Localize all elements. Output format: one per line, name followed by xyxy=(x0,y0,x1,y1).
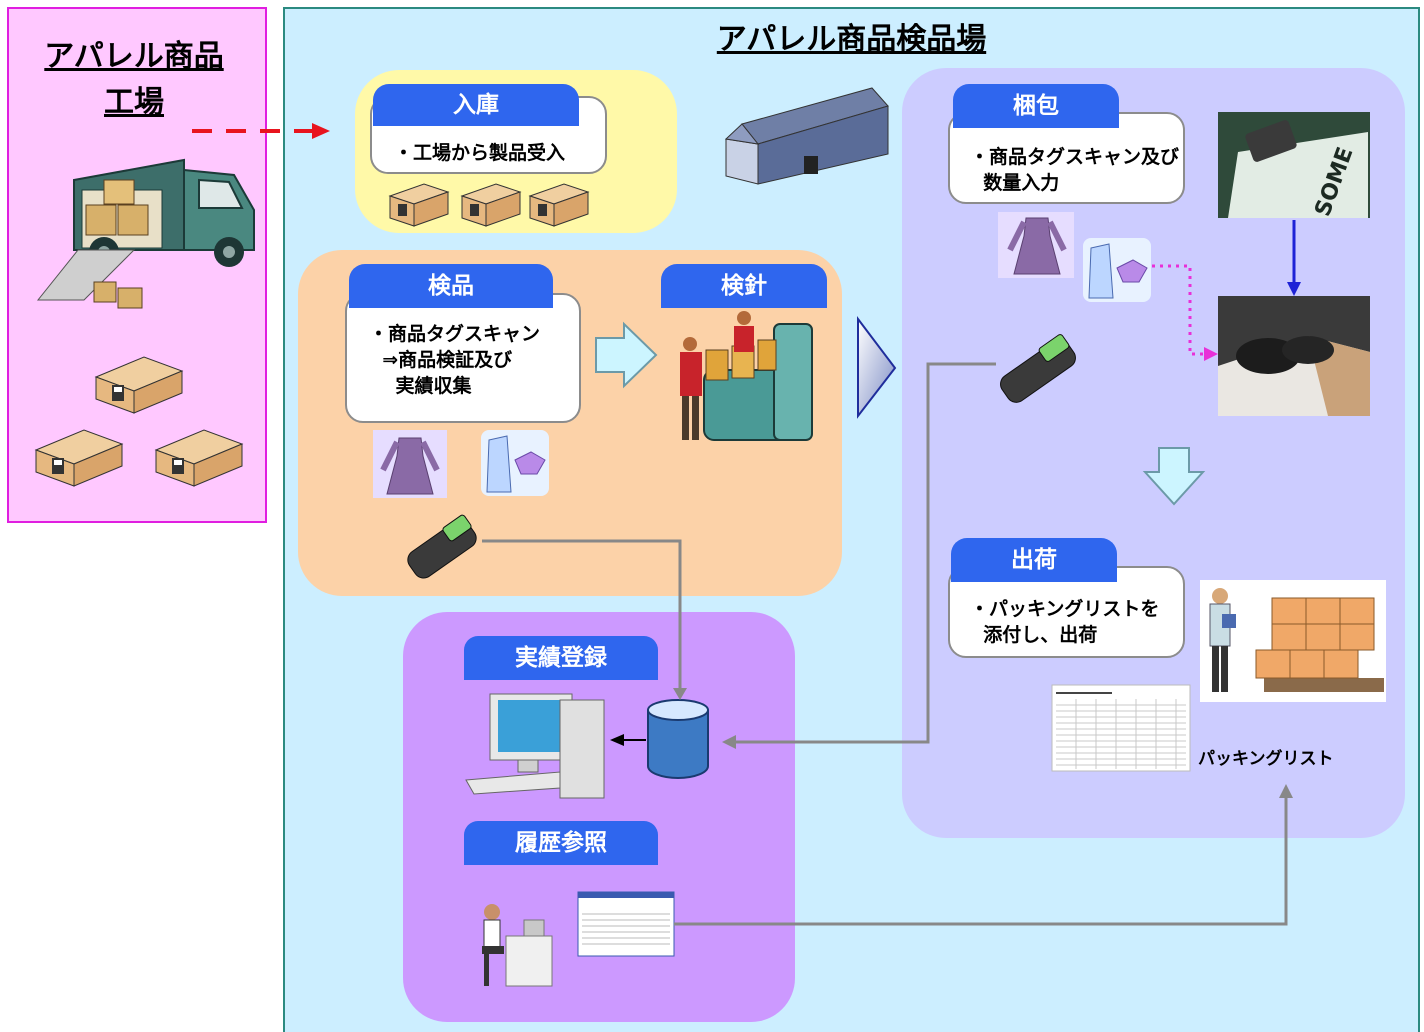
cardboard-box-icon xyxy=(34,429,124,487)
factory-title-line2: 工場 xyxy=(104,85,164,120)
factory-title-line1: アパレル商品 xyxy=(44,39,224,74)
dress-tag-icon xyxy=(998,212,1074,278)
process-arrow-icon xyxy=(1142,447,1206,506)
tag-link-arrow xyxy=(1152,264,1218,361)
needle-check-machine-icon xyxy=(680,311,813,441)
packing-line: ・商品タグスキャン及び xyxy=(970,146,1180,168)
flow-triangle-icon xyxy=(857,316,897,419)
receiving-line: ・工場から製品受入 xyxy=(394,142,566,164)
cardboard-box-icon xyxy=(94,356,184,414)
warehouse-icon xyxy=(724,87,889,185)
shipping-line: 添付し、出荷 xyxy=(970,624,1098,646)
receiving-boxes-icon xyxy=(388,183,590,227)
photo-sequence-arrow xyxy=(1287,220,1301,296)
database-icon xyxy=(647,699,709,779)
packing-label: 梱包 xyxy=(953,84,1119,128)
history-to-packing-list-line xyxy=(674,796,1288,926)
handheld-scanner-icon xyxy=(407,514,477,579)
packing-list-document-icon xyxy=(1051,684,1191,772)
dress-tag-icon xyxy=(373,430,447,498)
shipping-line: ・パッキングリストを xyxy=(970,598,1160,620)
inspection-line: 実績収集 xyxy=(369,375,472,397)
inspection-site-title: アパレル商品検品場 xyxy=(716,22,987,57)
history-reference-label: 履歴参照 xyxy=(464,821,658,865)
packing-line: 数量入力 xyxy=(970,172,1060,194)
needle-check-label: 検針 xyxy=(661,264,827,308)
process-arrow-icon xyxy=(595,321,658,389)
inspection-data-arrowhead xyxy=(673,688,687,700)
handheld-scanner-icon xyxy=(1000,334,1076,403)
inspection-label: 検品 xyxy=(349,264,553,308)
record-registration-label: 実績登録 xyxy=(464,636,658,680)
packing-data-arrowhead xyxy=(722,735,736,749)
inspection-line: ⇒商品検証及び xyxy=(369,349,513,371)
factory-title: アパレル商品 工場 xyxy=(0,34,268,126)
packing-list-caption: パッキングリスト xyxy=(1198,749,1334,769)
delivery-truck-icon xyxy=(36,158,255,309)
inspection-description: ・商品タグスキャン ⇒商品検証及び 実績収集 xyxy=(345,293,581,423)
cardboard-box-icon xyxy=(154,429,244,487)
operator-at-desk-icon xyxy=(482,904,553,987)
packing-data-line xyxy=(732,362,996,744)
delivery-arrow xyxy=(192,123,330,139)
clothes-tag-icon xyxy=(481,430,549,496)
history-screen-window-icon xyxy=(577,891,675,957)
clothes-tag-icon xyxy=(1083,238,1151,302)
packing-photo-1: SOME xyxy=(1218,112,1370,220)
receiving-label: 入庫 xyxy=(373,84,579,126)
history-to-packing-list-arrowhead xyxy=(1279,784,1293,798)
shipping-label: 出荷 xyxy=(951,538,1117,582)
inspection-line: ・商品タグスキャン xyxy=(369,323,541,345)
packing-photo-2 xyxy=(1218,296,1370,416)
shipping-pallet-icon xyxy=(1200,580,1386,702)
db-to-pc-arrowhead xyxy=(610,734,624,746)
inspection-data-line xyxy=(482,539,682,690)
desktop-computer-icon xyxy=(465,693,605,799)
